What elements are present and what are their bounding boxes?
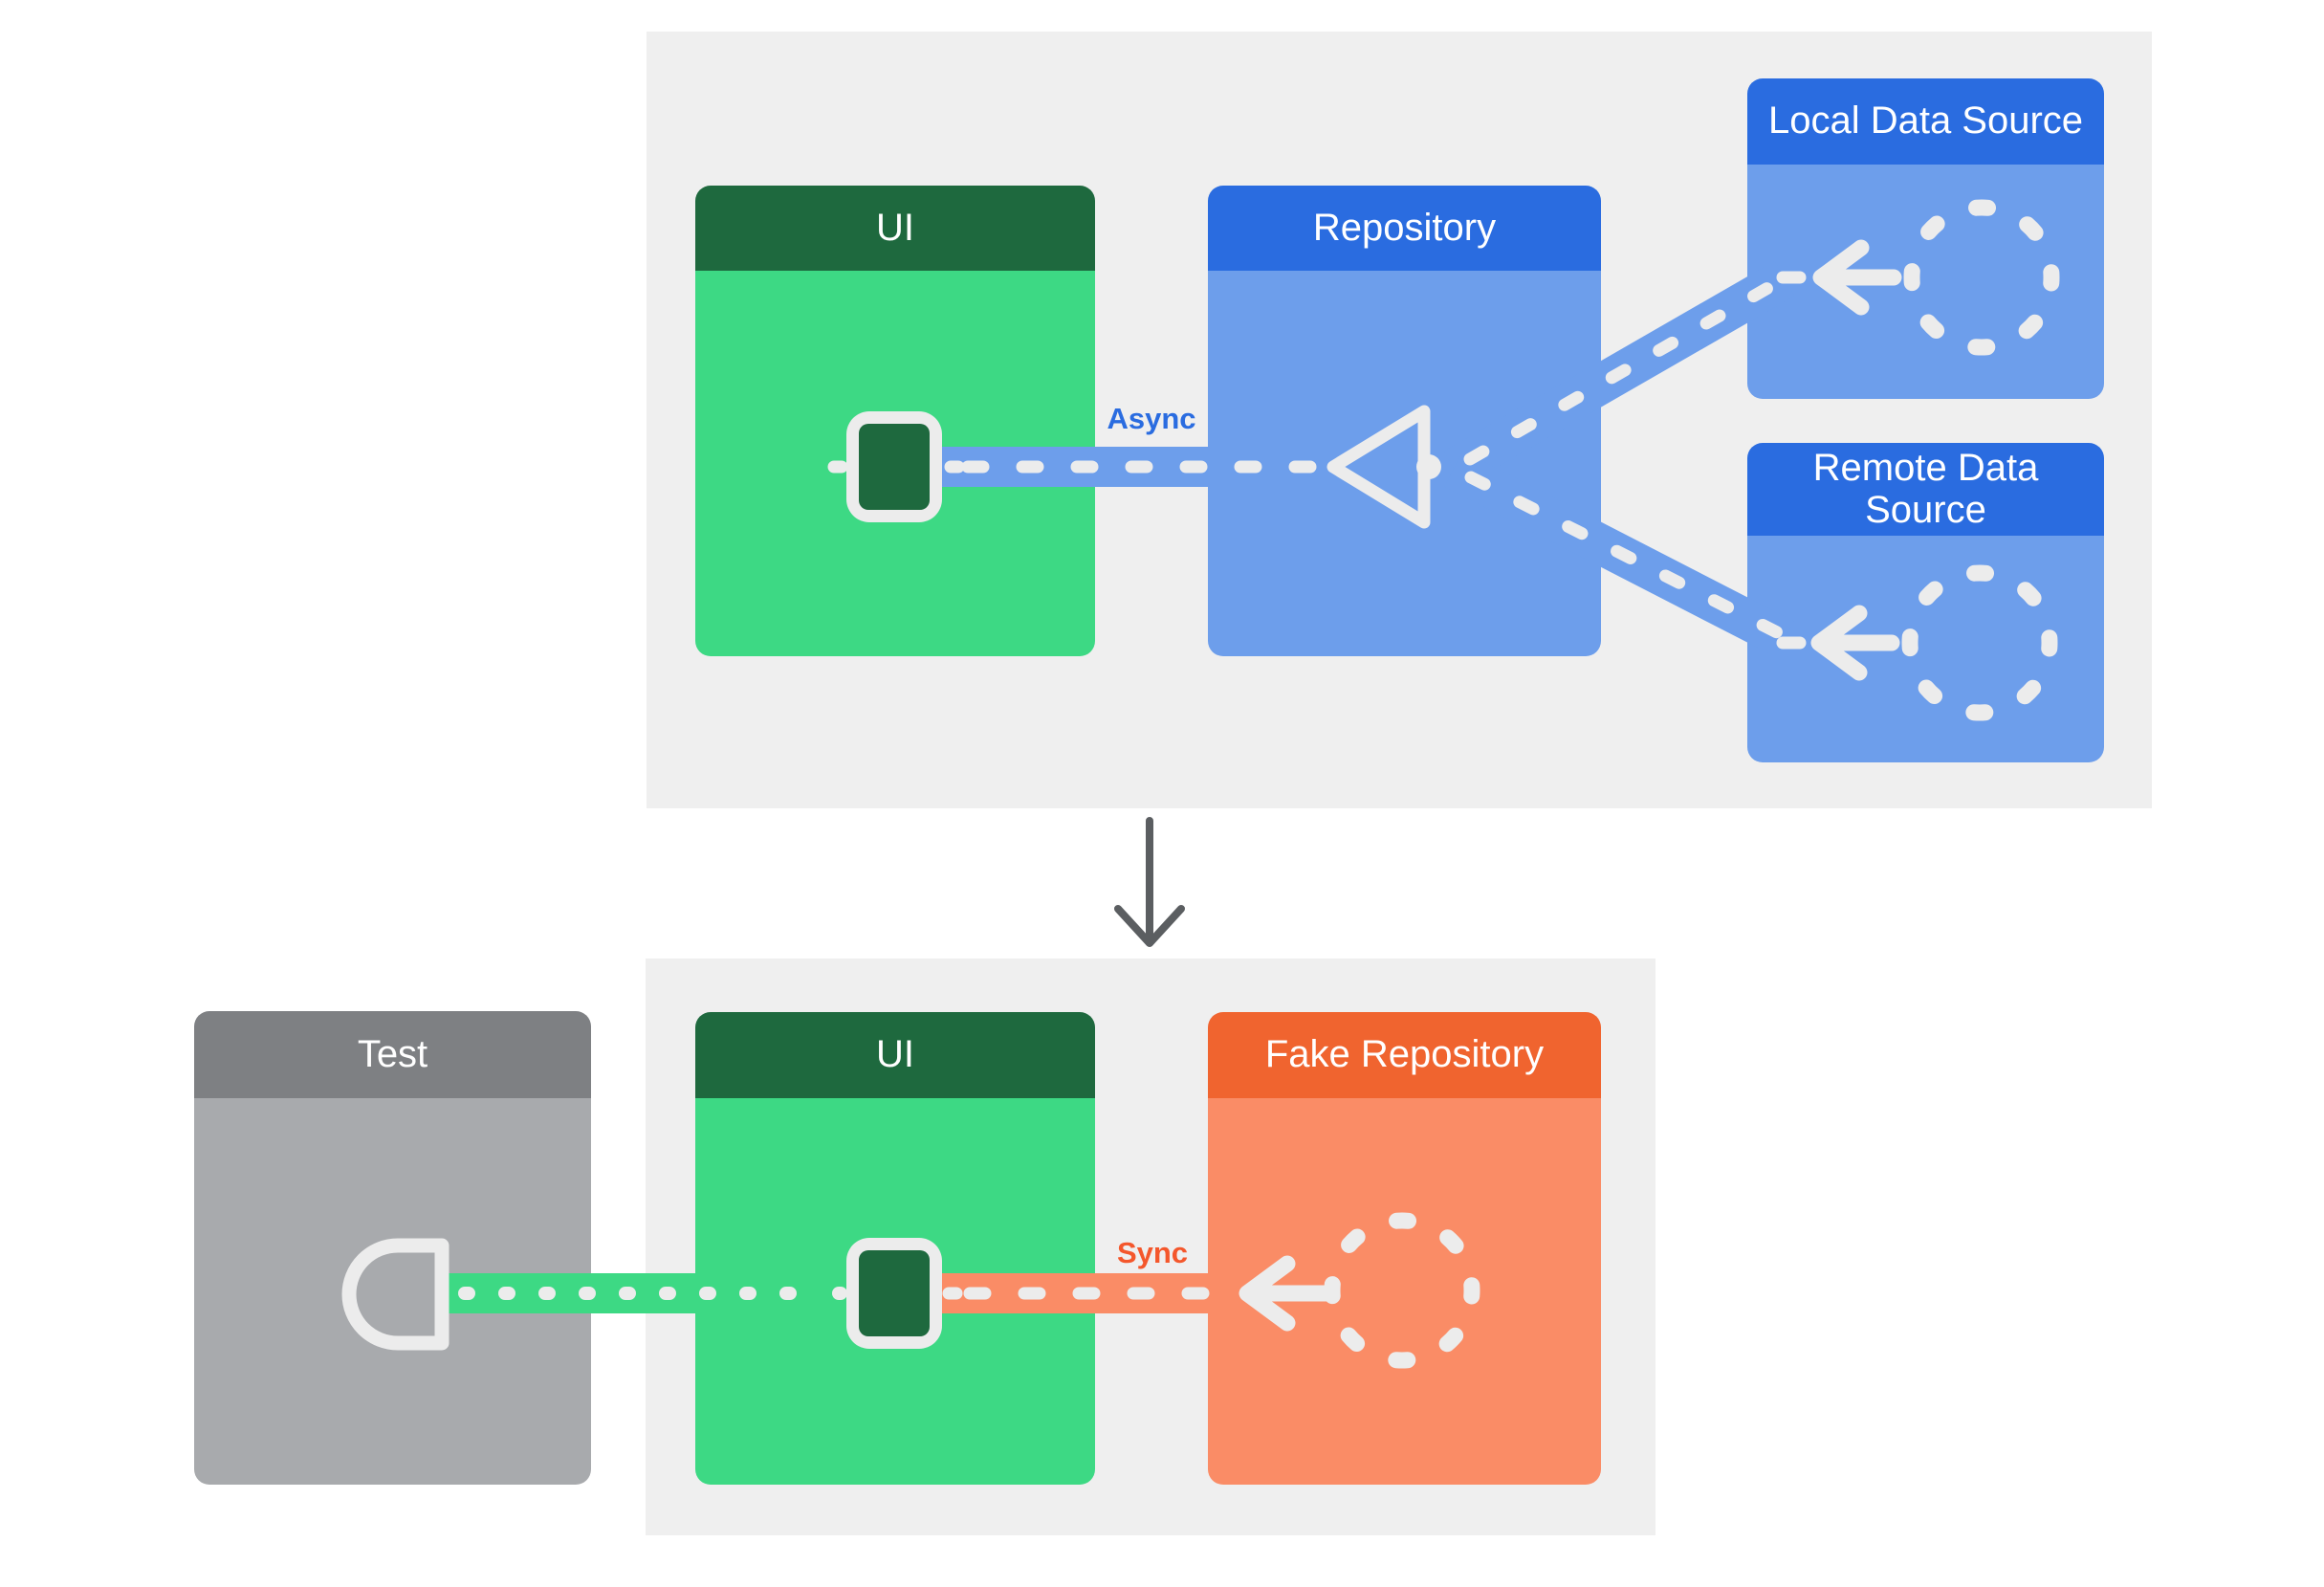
fake-repository-card: Fake Repository <box>1208 1012 1601 1485</box>
ui-card-top: UI <box>695 186 1095 656</box>
local-data-source-label: Local Data Source <box>1767 99 2084 143</box>
repository-card-body <box>1208 271 1601 656</box>
ui-card-top-body <box>695 271 1095 656</box>
remote-data-source-header: Remote Data Source <box>1747 443 2104 536</box>
fake-repository-header: Fake Repository <box>1208 1012 1601 1098</box>
repository-card-header: Repository <box>1208 186 1601 271</box>
remote-data-source-body <box>1747 536 2104 762</box>
test-card-label: Test <box>357 1032 428 1075</box>
fake-repository-label: Fake Repository <box>1264 1033 1545 1076</box>
local-data-source-header: Local Data Source <box>1747 78 2104 165</box>
ui-card-bottom-label: UI <box>876 1033 914 1076</box>
repository-card-label: Repository <box>1312 206 1497 249</box>
async-label: Async <box>1107 402 1196 435</box>
down-arrow-icon <box>1114 817 1185 947</box>
sync-label: Sync <box>1116 1236 1189 1269</box>
remote-data-source-card: Remote Data Source <box>1747 443 2104 762</box>
ui-card-bottom-header: UI <box>695 1012 1095 1098</box>
repository-card: Repository <box>1208 186 1601 656</box>
ui-card-bottom: UI <box>695 1012 1095 1485</box>
remote-data-source-label: Remote Data Source <box>1812 447 2039 531</box>
local-data-source-body <box>1747 165 2104 399</box>
test-card: Test <box>194 1011 591 1485</box>
test-card-header: Test <box>194 1011 591 1098</box>
local-data-source-card: Local Data Source <box>1747 78 2104 399</box>
ui-card-bottom-body <box>695 1098 1095 1485</box>
fake-repository-body <box>1208 1098 1601 1485</box>
ui-card-top-label: UI <box>876 206 914 249</box>
ui-card-top-header: UI <box>695 186 1095 271</box>
test-card-body <box>194 1098 591 1485</box>
